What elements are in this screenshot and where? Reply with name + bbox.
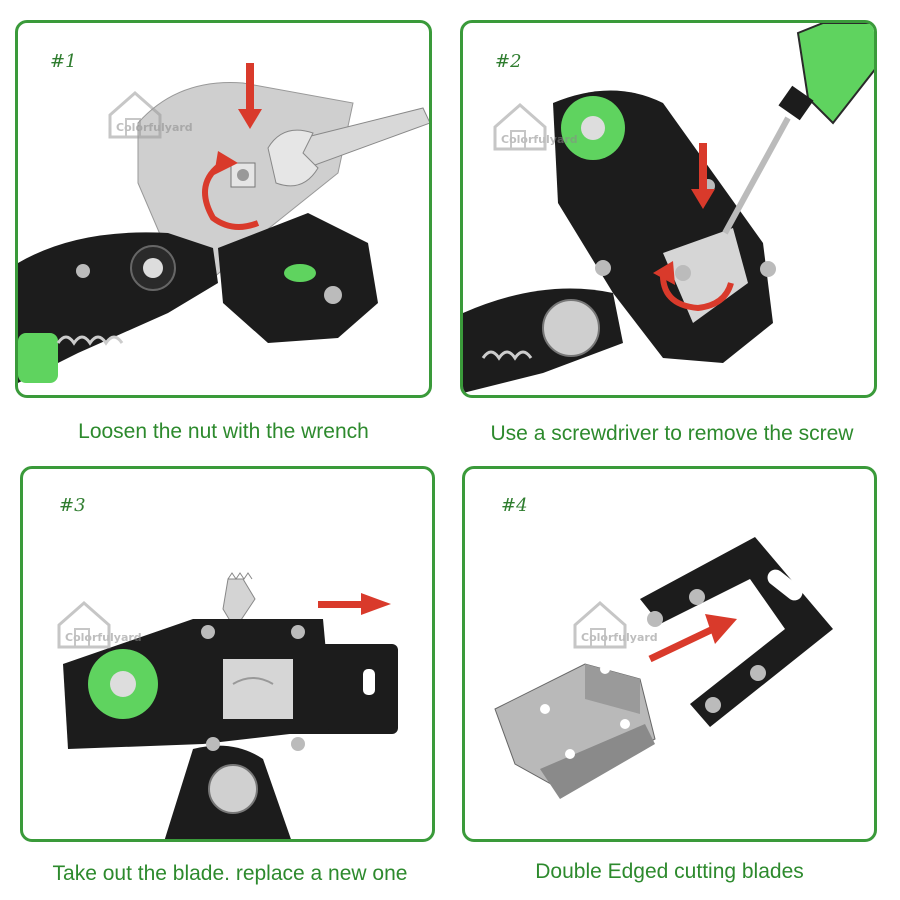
step-3-number: #3	[59, 495, 86, 516]
step-2-number: #2	[495, 51, 522, 72]
blade-bracket-icon	[494, 663, 656, 799]
step-4-number: #4	[501, 495, 528, 516]
step-3-caption: Take out the blade. replace a new one	[52, 862, 408, 885]
step-1-panel: #1 Colorfulyard	[15, 20, 432, 398]
watermark-text: Colorfulyard	[116, 121, 193, 134]
step-1-caption: Loosen the nut with the wrench	[78, 420, 369, 443]
screwdriver-icon	[722, 23, 874, 235]
watermark-text: Colorfulyard	[501, 133, 578, 146]
step-2-caption: Use a screwdriver to remove the screw	[490, 422, 854, 445]
watermark-text: Colorfulyard	[65, 631, 142, 644]
watermark-logo: Colorfulyard	[565, 595, 675, 660]
step-4-panel: #4 Colorfulyard	[462, 466, 877, 842]
step-3-panel: #3 Colorfulyard	[20, 466, 435, 842]
step-1-number: #1	[50, 51, 77, 72]
blade-set-illustration	[494, 537, 833, 799]
watermark-logo: Colorfulyard	[100, 85, 210, 150]
step-4-caption: Double Edged cutting blades	[535, 860, 804, 883]
grafting-tool-icon	[63, 572, 398, 839]
blade-frame-icon	[640, 537, 833, 727]
watermark-logo: Colorfulyard	[49, 595, 159, 660]
grafting-tool-icon	[18, 63, 429, 383]
watermark-text: Colorfulyard	[581, 631, 658, 644]
step-2-panel: #2 Colorfulyard	[460, 20, 877, 398]
blade-icon	[222, 572, 256, 630]
wrench-icon	[267, 107, 429, 187]
watermark-logo: Colorfulyard	[485, 97, 595, 162]
grafting-tool-icon	[463, 23, 874, 393]
